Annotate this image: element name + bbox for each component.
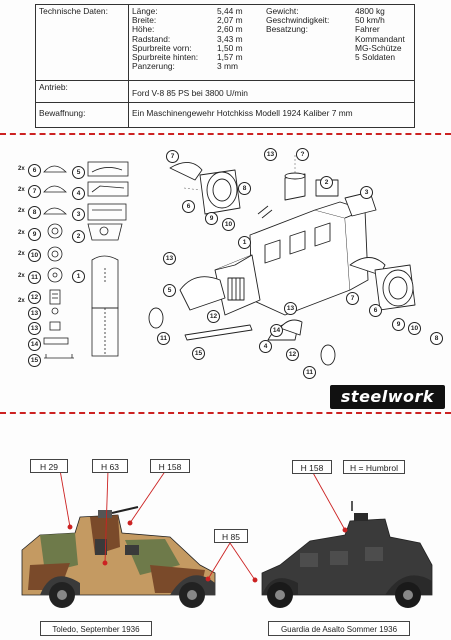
- assembly-diagram: [148, 155, 416, 366]
- spec-value: Kommandant: [355, 33, 405, 44]
- cut-line-bottom: [0, 412, 451, 414]
- parts-list-drawings: [43, 161, 129, 359]
- spec-value: 2,07 m: [217, 15, 243, 26]
- part-number: 5: [72, 166, 85, 179]
- vehicle-profiles: [21, 469, 433, 608]
- armament-label: Bewaffnung:: [39, 108, 86, 118]
- part-number: 9: [28, 228, 41, 241]
- cut-line-top: [0, 133, 451, 135]
- spec-label: Spurbreite vorn:: [132, 42, 192, 53]
- color-code: H 158: [292, 460, 332, 474]
- spec-label: Radstand:: [132, 33, 171, 44]
- spec-value: Fahrer: [355, 24, 380, 35]
- caption-left: Toledo, September 1936: [40, 621, 152, 636]
- spec-heading: Technische Daten:: [39, 6, 108, 16]
- part-number: 15: [28, 354, 41, 367]
- spec-label: Panzerung:: [132, 61, 175, 72]
- part-number: 8: [28, 206, 41, 219]
- caption-right: Guardia de Asalto Sommer 1936: [268, 621, 410, 636]
- spec-value: 4800 kg: [355, 6, 385, 16]
- camouflage-vehicle: [21, 506, 216, 608]
- color-code: H 63: [92, 459, 128, 473]
- spec-label: Länge:: [132, 6, 158, 16]
- spec-label: Spurbreite hinten:: [132, 52, 199, 63]
- part-number: 4: [72, 187, 85, 200]
- part-number: 7: [28, 185, 41, 198]
- dark-vehicle: [261, 501, 433, 608]
- spec-value: 5,44 m: [217, 6, 243, 16]
- spec-value: 3,43 m: [217, 33, 243, 44]
- humbrol-legend: H = Humbrol: [343, 460, 405, 474]
- color-code: H 85: [214, 529, 248, 543]
- drive-value: Ford V-8 85 PS bei 3800 U/min: [132, 88, 248, 98]
- part-number: 13: [28, 322, 41, 335]
- spec-value: 5 Soldaten: [355, 52, 396, 63]
- part-number: 3: [72, 208, 85, 221]
- spec-label: Breite:: [132, 15, 157, 26]
- part-number: 10: [28, 249, 41, 262]
- steelwork-logo: steelwork: [330, 385, 445, 409]
- armament-value: Ein Maschinengewehr Hotchkiss Modell 192…: [132, 108, 353, 118]
- part-number: 14: [28, 338, 41, 351]
- spec-value: 3 mm: [217, 61, 238, 72]
- color-code: H 29: [30, 459, 68, 473]
- part-number: 11: [28, 271, 41, 284]
- part-number: 6: [28, 164, 41, 177]
- spec-label: Gewicht:: [266, 6, 299, 16]
- color-code: H 158: [150, 459, 190, 473]
- spec-table: Technische Daten: Länge:Breite:Höhe:Rads…: [35, 4, 415, 128]
- spec-label: Geschwindigkeit:: [266, 15, 330, 26]
- drive-label: Antrieb:: [39, 82, 68, 92]
- part-number: 1: [72, 270, 85, 283]
- spec-value: 50 km/h: [355, 15, 385, 26]
- spec-value: MG-Schütze: [355, 42, 402, 53]
- part-number: 12: [28, 291, 41, 304]
- spec-value: 1,57 m: [217, 52, 243, 63]
- dimension-labels: Länge:Breite:Höhe:Radstand:Spurbreite vo…: [132, 6, 199, 72]
- part-number: 2: [72, 230, 85, 243]
- spec-value: 2,60 m: [217, 24, 243, 35]
- spec-value: 1,50 m: [217, 42, 243, 53]
- spec-label: Höhe:: [132, 24, 155, 35]
- general-labels: Gewicht:Geschwindigkeit:Besatzung:: [266, 6, 330, 35]
- part-number: 13: [28, 307, 41, 320]
- spec-label: Besatzung:: [266, 24, 308, 35]
